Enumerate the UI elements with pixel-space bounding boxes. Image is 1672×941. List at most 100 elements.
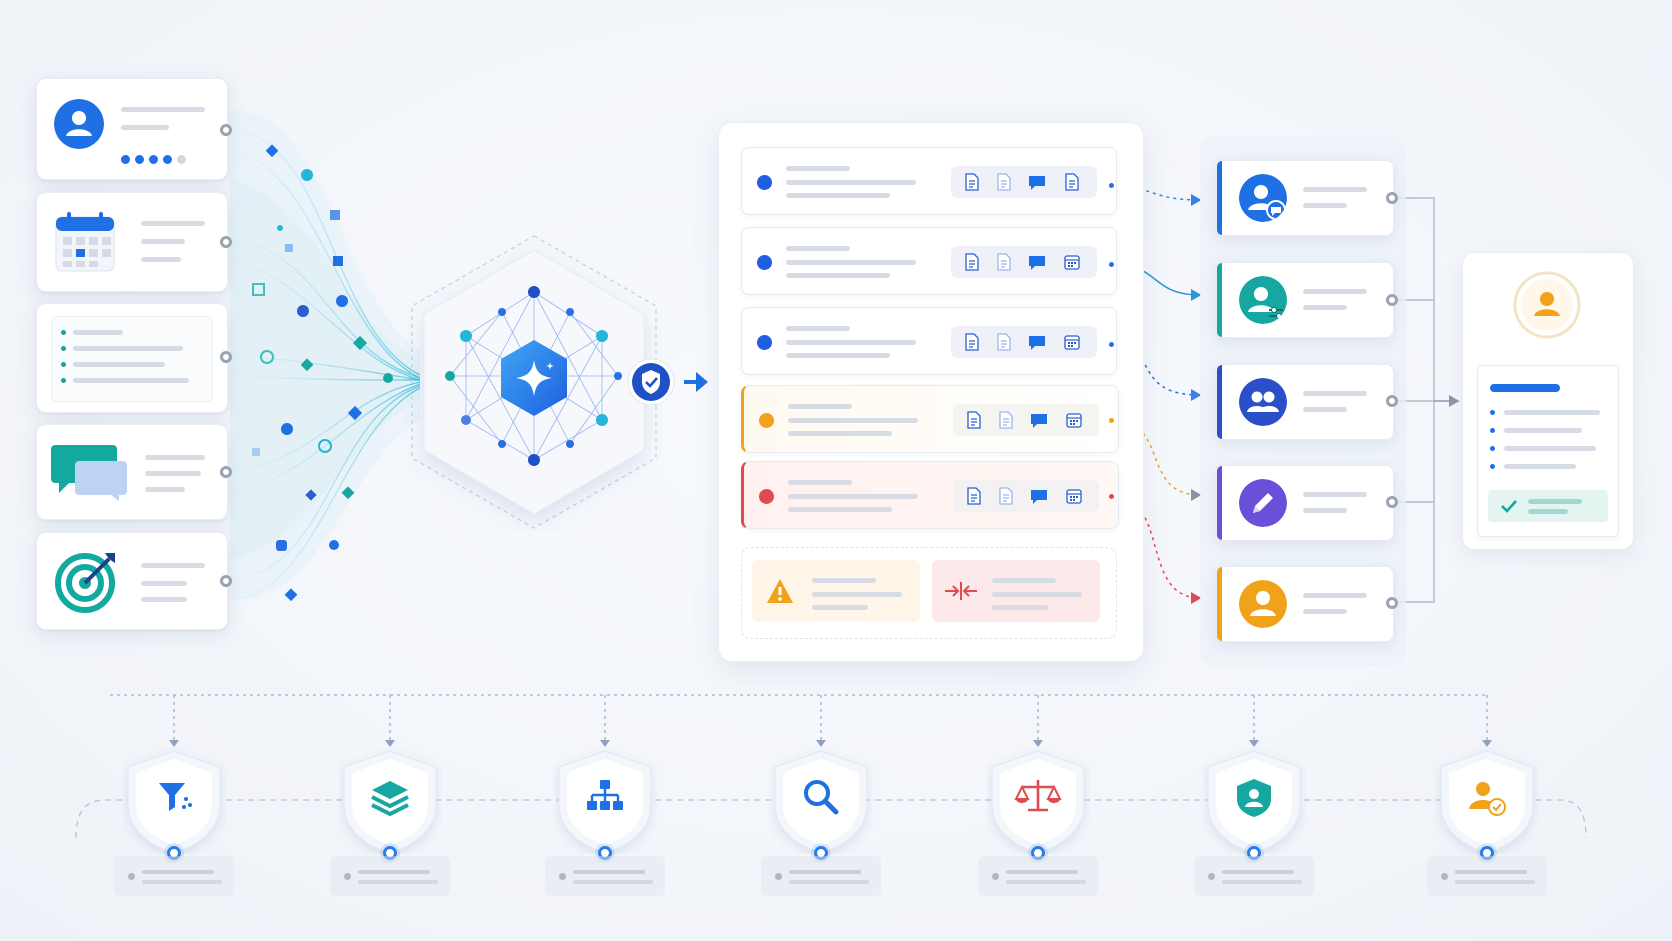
calendar-icon xyxy=(1066,413,1082,428)
output-port[interactable] xyxy=(1386,597,1398,609)
step-caption-placeholder xyxy=(330,856,450,896)
warning-alert[interactable] xyxy=(752,560,920,622)
calendar-icon xyxy=(55,212,115,272)
list-item[interactable] xyxy=(741,307,1117,375)
check-icon xyxy=(1501,500,1517,513)
output-port[interactable] xyxy=(1386,496,1398,508)
document-icon xyxy=(1065,173,1079,191)
status-dot xyxy=(757,175,772,190)
assignee-card[interactable] xyxy=(1216,160,1394,236)
output-port[interactable] xyxy=(220,236,232,248)
conflict-alert[interactable] xyxy=(932,560,1100,622)
step-port xyxy=(814,846,828,860)
output-port[interactable] xyxy=(1386,192,1398,204)
step-caption-placeholder xyxy=(761,856,881,896)
document-icon xyxy=(965,253,979,271)
list-preview xyxy=(51,316,213,402)
assignee-card[interactable] xyxy=(1216,262,1394,338)
attachment-tray xyxy=(951,166,1097,198)
connector-dot xyxy=(1109,494,1114,499)
list-item[interactable] xyxy=(741,227,1117,295)
document-icon xyxy=(999,487,1013,505)
sparkle-icon xyxy=(516,360,552,396)
document-icon xyxy=(999,411,1013,429)
warning-icon xyxy=(767,579,793,603)
scales-icon xyxy=(1014,780,1062,812)
step-caption-placeholder xyxy=(978,856,1098,896)
goal-source[interactable] xyxy=(36,532,228,630)
calendar-icon xyxy=(1064,335,1080,350)
approved-strip xyxy=(1488,490,1608,522)
list-item[interactable] xyxy=(741,461,1119,529)
alert-group xyxy=(741,547,1117,639)
chat-icon xyxy=(1029,256,1045,270)
step-port xyxy=(1480,846,1494,860)
shield-check-icon xyxy=(627,358,675,406)
document-icon xyxy=(997,253,1011,271)
status-dot xyxy=(757,255,772,270)
pipeline-step[interactable] xyxy=(769,748,873,854)
document-icon xyxy=(997,173,1011,191)
pipeline-step[interactable] xyxy=(1435,748,1539,854)
list-item[interactable] xyxy=(741,385,1119,453)
user-profile-source[interactable] xyxy=(36,78,228,180)
calendar-source[interactable] xyxy=(36,192,228,292)
status-dot xyxy=(759,413,774,428)
assignee-card[interactable] xyxy=(1216,566,1394,642)
document-icon xyxy=(967,487,981,505)
user-chat-icon xyxy=(1239,174,1287,222)
status-dot xyxy=(759,489,774,504)
chat-bubbles-icon xyxy=(51,445,127,501)
list-source[interactable] xyxy=(36,303,228,413)
output-port[interactable] xyxy=(1386,395,1398,407)
search-icon xyxy=(804,780,839,815)
output-port[interactable] xyxy=(220,575,232,587)
calendar-icon xyxy=(1064,255,1080,270)
step-caption-placeholder xyxy=(114,856,234,896)
chat-icon xyxy=(1029,336,1045,350)
output-port[interactable] xyxy=(220,466,232,478)
pipeline-step[interactable] xyxy=(986,748,1090,854)
chat-icon xyxy=(1031,414,1047,428)
pipeline-step[interactable] xyxy=(122,748,226,854)
ai-core-hub[interactable] xyxy=(404,232,664,532)
assignee-card[interactable] xyxy=(1216,364,1394,440)
step-shield xyxy=(1207,750,1301,854)
user-icon xyxy=(54,99,104,149)
connector-dot xyxy=(1109,183,1114,188)
user-icon xyxy=(1513,271,1581,339)
filter-icon xyxy=(159,783,192,811)
assignee-card[interactable] xyxy=(1216,465,1394,541)
chat-source[interactable] xyxy=(36,424,228,520)
result-profile-card[interactable] xyxy=(1462,252,1634,550)
connector-dot xyxy=(1109,418,1114,423)
step-port xyxy=(1247,846,1261,860)
output-port[interactable] xyxy=(220,351,232,363)
analysis-panel xyxy=(718,122,1144,662)
step-caption-placeholder xyxy=(1194,856,1314,896)
pipeline-step[interactable] xyxy=(338,748,442,854)
chat-icon xyxy=(1029,176,1045,190)
document-icon xyxy=(965,173,979,191)
output-port[interactable] xyxy=(1386,294,1398,306)
step-caption-placeholder xyxy=(545,856,665,896)
pipeline-step[interactable] xyxy=(1202,748,1306,854)
step-port xyxy=(1031,846,1045,860)
step-caption-placeholder xyxy=(1427,856,1547,896)
edit-icon xyxy=(1239,479,1287,527)
target-icon xyxy=(55,553,115,613)
attachment-tray xyxy=(953,404,1099,436)
user-icon xyxy=(1239,580,1287,628)
list-item[interactable] xyxy=(741,147,1117,215)
step-shield xyxy=(991,750,1085,854)
output-port[interactable] xyxy=(220,124,232,136)
hierarchy-icon xyxy=(587,780,623,810)
step-port xyxy=(598,846,612,860)
shield-user-icon xyxy=(1237,779,1271,817)
step-shield xyxy=(127,750,221,854)
user-check-icon xyxy=(1469,782,1506,816)
pipeline-step[interactable] xyxy=(553,748,657,854)
document-icon xyxy=(967,411,981,429)
